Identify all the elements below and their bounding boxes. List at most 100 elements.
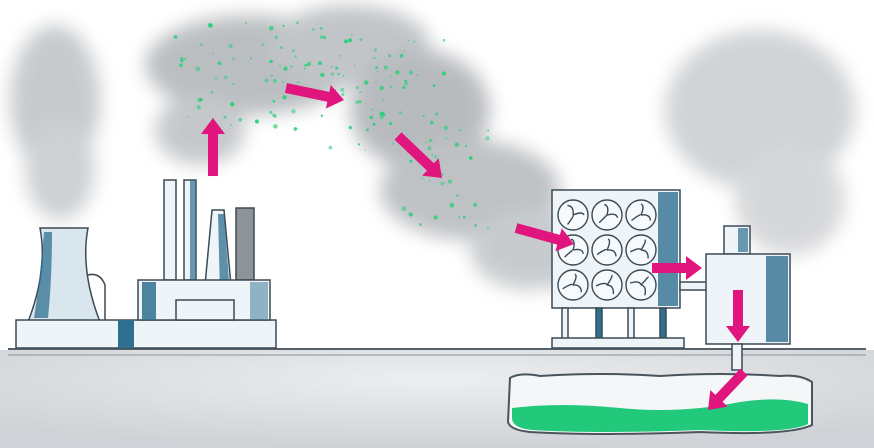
co2-particle <box>186 116 189 118</box>
co2-particle <box>388 121 393 126</box>
co2-particle <box>459 129 462 132</box>
co2-particle <box>408 212 413 217</box>
co2-particle <box>230 102 235 107</box>
fan-icon <box>625 234 657 266</box>
fan-icon <box>591 234 623 266</box>
co2-particle <box>456 194 459 197</box>
co2-particle <box>399 53 404 58</box>
co2-particle <box>413 40 416 43</box>
flow-arrow-icon <box>201 118 225 176</box>
co2-particle <box>348 38 353 43</box>
co2-particle <box>199 43 203 47</box>
chimney <box>235 207 255 281</box>
flow-arrow-icon <box>514 223 574 252</box>
co2-particle <box>443 125 449 131</box>
co2-particle <box>228 44 233 48</box>
co2-particle <box>473 202 478 207</box>
co2-particle <box>304 63 307 67</box>
co2-particle <box>183 57 186 61</box>
co2-particle <box>366 128 369 132</box>
co2-particle <box>440 172 444 176</box>
co2-particle <box>440 181 445 186</box>
co2-particle <box>407 40 410 42</box>
co2-particle <box>398 111 402 115</box>
co2-particle <box>395 70 400 75</box>
chimney <box>163 179 177 281</box>
co2-particle <box>458 216 461 219</box>
co2-particle <box>269 59 273 64</box>
co2-particle <box>431 153 434 157</box>
co2-particle <box>337 72 340 76</box>
co2-particle <box>447 179 452 184</box>
co2-particle <box>350 33 353 37</box>
co2-particle <box>282 95 287 100</box>
co2-particle <box>264 78 269 83</box>
co2-particle <box>232 83 235 86</box>
co2-particle <box>217 61 222 66</box>
co2-particle <box>374 81 377 84</box>
fan-icon <box>625 269 657 301</box>
co2-particle <box>320 72 325 78</box>
co2-particle <box>273 124 278 129</box>
co2-particle <box>322 35 327 40</box>
co2-particle <box>330 72 335 76</box>
co2-particle <box>340 87 345 92</box>
co2-particle <box>422 115 425 118</box>
co2-particle <box>292 49 295 53</box>
co2-particle <box>382 99 385 102</box>
co2-particle <box>271 74 273 77</box>
co2-particle <box>421 177 424 180</box>
fan-icon <box>591 269 623 301</box>
co2-particle <box>224 75 228 80</box>
co2-particle <box>261 43 265 46</box>
co2-particle <box>432 84 436 87</box>
fan-icon <box>591 199 623 231</box>
co2-particle <box>283 66 288 72</box>
smoke-cloud-main <box>145 5 590 290</box>
flow-arrow-icon <box>726 290 750 342</box>
co2-particle <box>306 62 311 67</box>
co2-particle <box>434 155 438 159</box>
flow-arrow-icon <box>394 132 442 178</box>
co2-particle <box>379 111 385 117</box>
co2-particle <box>232 57 235 61</box>
co2-particle <box>279 64 281 67</box>
co2-particle <box>180 57 184 61</box>
co2-particle <box>370 108 373 111</box>
co2-particle <box>474 224 477 227</box>
co2-particle <box>212 52 214 55</box>
co2-particle <box>372 122 376 126</box>
co2-particle <box>293 127 298 131</box>
co2-particle <box>274 35 278 39</box>
co2-particle <box>238 118 242 122</box>
processing-unit <box>705 225 791 371</box>
co2-particle <box>344 39 348 44</box>
co2-particle <box>357 143 361 146</box>
co2-particle <box>309 61 312 64</box>
co2-particle <box>427 146 432 151</box>
co2-particle <box>230 124 233 126</box>
co2-particle <box>389 85 393 89</box>
co2-particle <box>272 78 278 84</box>
co2-particle <box>408 70 413 75</box>
fan-icon <box>557 269 589 301</box>
co2-particle <box>254 119 259 124</box>
co2-particle <box>454 142 460 147</box>
co2-particle <box>269 110 273 114</box>
co2-particle <box>442 38 446 42</box>
direct-air-capture <box>551 189 711 349</box>
co2-particle <box>281 80 284 83</box>
co2-particle <box>282 24 285 27</box>
co2-particle <box>392 142 395 145</box>
co2-particle <box>196 105 201 110</box>
co2-particle <box>435 112 439 116</box>
co2-particle <box>403 50 406 52</box>
underground-storage <box>506 373 813 435</box>
co2-particle <box>433 215 438 220</box>
co2-particle <box>359 38 363 41</box>
co2-particle <box>199 97 203 102</box>
co2-particle <box>369 115 374 120</box>
co2-particle <box>296 21 299 25</box>
flow-arrow-icon <box>708 368 748 410</box>
